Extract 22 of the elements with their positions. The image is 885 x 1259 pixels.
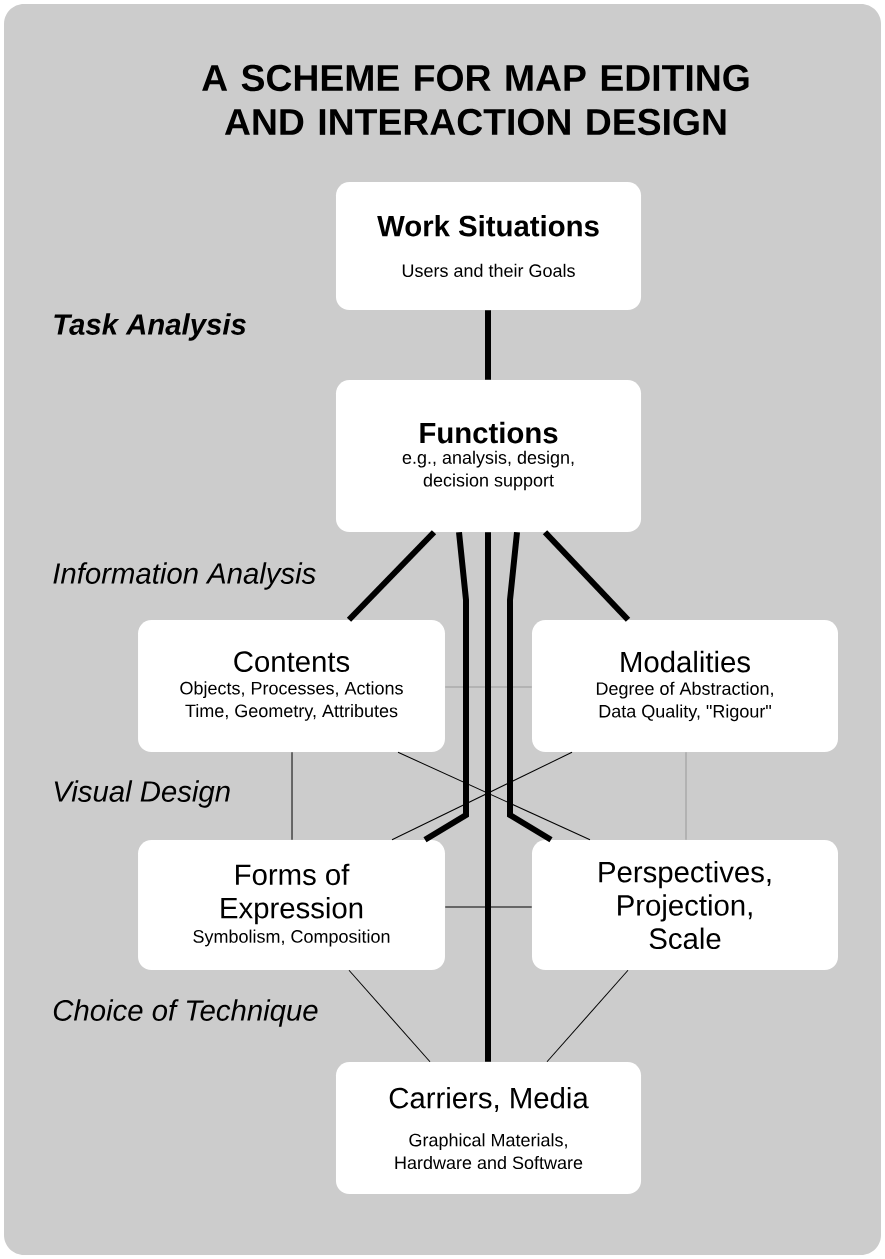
box: Modalities Degree of Abstraction, Data Quality, "Rigour" xyxy=(532,620,838,752)
connector-line xyxy=(485,532,491,1062)
stage-label: Task Analysis xyxy=(54,313,246,341)
connector-line xyxy=(485,310,491,380)
connector-line xyxy=(507,531,553,843)
title: A SCHEME FOR MAP EDITING AND INTERACTION DESIGN xyxy=(202,64,749,136)
box: Forms of Expression Symbolism, Composition xyxy=(138,840,445,970)
stage-label: Visual Design xyxy=(54,780,230,808)
connector-line xyxy=(546,969,629,1063)
connector-line xyxy=(346,530,437,622)
box: Carriers, Media Graphical Materials, Hardware and Software xyxy=(335,1062,642,1194)
box: Contents Objects, Processes, Actions Time, Geometry, Attributes xyxy=(138,620,445,752)
connector-line xyxy=(423,531,469,843)
connector-line xyxy=(348,969,431,1063)
connector-line xyxy=(291,751,293,841)
connector-line xyxy=(542,530,631,622)
box: Perspectives, Projection, Scale xyxy=(532,840,838,970)
stage-label: Choice of Technique xyxy=(53,999,318,1027)
box: Work Situations Users and their Goals xyxy=(335,182,642,310)
connector-line xyxy=(444,906,533,908)
box: Functions e.g., analysis, design, decision support xyxy=(335,380,642,532)
stage-label: Information Analysis xyxy=(53,562,316,590)
